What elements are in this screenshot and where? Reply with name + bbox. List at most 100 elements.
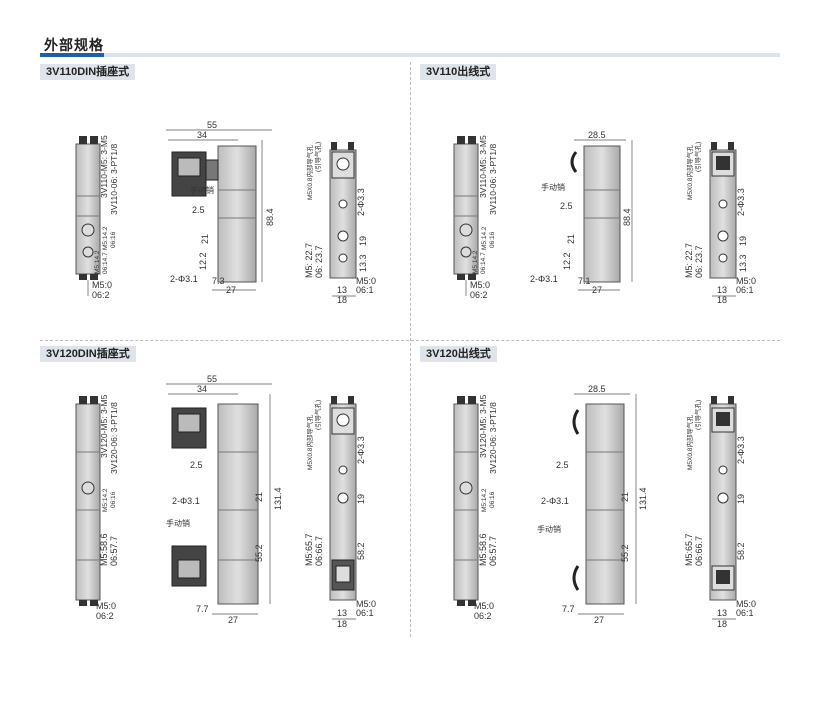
mid-label-a: M5:58.6 [478, 533, 488, 566]
end-view: M5X0.8内部导气孔 (引导气孔) 2-Φ3.3 M5: 22.7 06: 2… [684, 142, 756, 305]
dim-e: 27 [594, 615, 604, 625]
dim-a: 2.5 [190, 460, 203, 470]
dim-e: 27 [592, 285, 602, 295]
title-accent [40, 53, 104, 57]
dim-width-inner: 34 [197, 384, 207, 394]
drawing-3v120-din: 3V120-M5: 3-M5 3V120-06: 3-PT1/8 M5:14.2… [75, 374, 376, 629]
dim-g: 13 [337, 285, 347, 295]
bottom-label-a: M5:0 [92, 280, 112, 290]
dim-d: 58.2 [736, 542, 746, 560]
dim-d: 7.7 [562, 604, 575, 614]
manual-pin-label: 手动销 [541, 182, 565, 192]
dim-f: 06:1 [736, 285, 754, 295]
dim-a: 2.5 [556, 460, 569, 470]
vert-note: M5X0.8内部导气孔 [305, 145, 314, 200]
side-note: (引导气孔) [693, 400, 702, 430]
side-note: (引导气孔) [693, 142, 702, 172]
drawing-3v110-din: 3V110-M5: 3-M5 3V110-06: 3-PT1/8 M5:14.2… [75, 120, 376, 305]
dim-d: 7.1 [578, 276, 591, 286]
mid-label-b: 06:57.7 [488, 536, 498, 566]
hole-label-a: M5:14.2 [481, 488, 488, 512]
hole-label-b: 06:16 [489, 231, 496, 248]
dim-e: 27 [226, 285, 236, 295]
port-label-a: 3V120-M5: 3-M5 [478, 394, 488, 458]
section-label-3v120-wire: 3V120出线式 [420, 346, 497, 362]
vert-note: M5X0.8内部导气孔 [685, 145, 694, 200]
section-label-3v120-din: 3V120DIN插座式 [40, 346, 136, 362]
dim-c: 19 [358, 236, 368, 246]
vert-note: M5X0.8内部导气孔 [305, 415, 314, 470]
manual-pin-label: 手动销 [537, 524, 561, 534]
dim-width-total: 55 [207, 120, 217, 130]
port-label-b: 3V120-06: 3-PT1/8 [488, 402, 498, 474]
port-label-b: 3V110-06: 3-PT1/8 [488, 144, 498, 215]
front-view: 28.5 手动销 2.5 88.4 21 12.2 2-Φ3.1 7.1 27 [530, 130, 633, 295]
holes-label: 2-Φ3.1 [530, 274, 558, 284]
dim-f: 06:1 [356, 285, 374, 295]
holes-label: 2-Φ3.1 [541, 496, 569, 506]
mid-label-a: M5:58.6 [99, 533, 109, 566]
title-underline [40, 53, 780, 57]
holes-label: 2-Φ3.3 [356, 436, 366, 464]
dim-b: 06:66.7 [694, 536, 704, 566]
dim-c: 12.2 [562, 252, 572, 270]
dim-c: 19 [736, 494, 746, 504]
dim-b: 06:66.7 [314, 536, 324, 566]
holes-label: 2-Φ3.3 [736, 188, 746, 216]
dim-h: 18 [337, 619, 347, 629]
bottom-label-b: 06:2 [474, 611, 492, 621]
page-title: 外部规格 [44, 37, 104, 53]
dim-b: 21 [200, 234, 210, 244]
hole-label-a: M5:14.2 [481, 226, 488, 250]
bottom-label-b: 06:2 [470, 290, 488, 300]
hole-label-d: 06:14.7 [480, 252, 487, 274]
dim-width-total: 55 [207, 374, 217, 384]
dim-width-inner: 34 [197, 130, 207, 140]
dim-c: 19 [738, 236, 748, 246]
front-view: 28.5 2.5 2-Φ3.1 手动销 21 131.4 55.2 7.7 27 [537, 384, 648, 625]
holes-label: 2-Φ3.1 [170, 274, 198, 284]
vert-note: M5X0.8内部导气孔 [685, 415, 694, 470]
hole-label-b: 06:16 [110, 491, 117, 508]
dim-c: 55.2 [254, 544, 264, 562]
dim-d: 13.3 [738, 254, 748, 272]
port-label-a: 3V120-M5: 3-M5 [99, 394, 109, 458]
bottom-label-b: 06:2 [96, 611, 114, 621]
dim-height: 88.4 [265, 208, 275, 226]
hole-label-c: M5:14.2 [94, 250, 101, 274]
drawing-3v120-wire: 3V120-M5: 3-M5 3V120-06: 3-PT1/8 M5:14.2… [453, 384, 756, 629]
bottom-label-a: M5:0 [96, 601, 116, 611]
holes-label: 2-Φ3.3 [736, 436, 746, 464]
side-view: 3V110-M5: 3-M5 3V110-06: 3-PT1/8 M5:14.2… [75, 135, 119, 300]
section-label-3v110-wire: 3V110出线式 [420, 64, 497, 80]
dim-a: M5:65.7 [304, 533, 314, 566]
dim-b: 21 [620, 492, 630, 502]
hole-label-d: 06:14.7 [102, 252, 109, 274]
dim-a: M5: 22.7 [304, 243, 314, 278]
bottom-label-a: M5:0 [470, 280, 490, 290]
holes-label: 2-Φ3.1 [172, 496, 200, 506]
end-view: M5X0.8内部导气孔 (引导气孔) 2-Φ3.3 M5:65.7 06:66.… [684, 396, 756, 629]
dim-d: 7.3 [212, 276, 225, 286]
dim-height: 88.4 [622, 208, 632, 226]
bottom-label-b: 06:2 [92, 290, 110, 300]
end-view: M5X0.8内部导气孔 (引导气孔) 2-Φ3.3 M5:65.7 06:66.… [304, 396, 376, 629]
dim-a: 2.5 [560, 201, 573, 211]
dim-width-total: 28.5 [588, 130, 606, 140]
port-label-a: 3V110-M5: 3-M5 [478, 135, 488, 198]
port-label-a: 3V110-M5: 3-M5 [99, 135, 109, 198]
dim-f: 06:1 [356, 608, 374, 618]
hole-label-a: M5:14.2 [102, 488, 109, 512]
end-view: M5X0.8内部导气孔 (引导气孔) 2-Φ3.3 M5: 22.7 06: 2… [304, 142, 376, 305]
dim-e: M5:0 [736, 599, 756, 609]
dim-g: 13 [717, 608, 727, 618]
hole-label-b: 06:16 [110, 231, 117, 248]
dim-height: 131.4 [638, 487, 648, 510]
bottom-label-a: M5:0 [474, 601, 494, 611]
holes-label: 2-Φ3.3 [356, 188, 366, 216]
dim-e: M5:0 [356, 599, 376, 609]
dim-e: M5:0 [356, 276, 376, 286]
dim-h: 18 [717, 295, 727, 305]
vertical-divider [410, 62, 411, 637]
